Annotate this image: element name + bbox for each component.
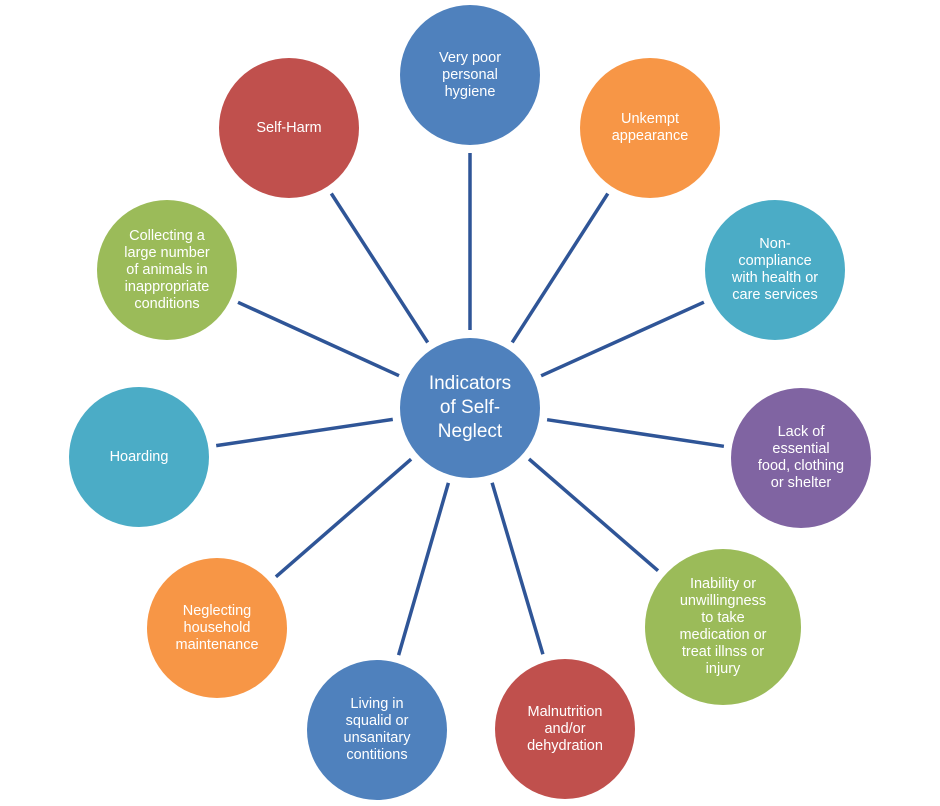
node-malnutrition: Malnutrition and/or dehydration	[495, 659, 635, 799]
center-node-indicators-of-self-neglect: Indicators of Self- Neglect	[400, 338, 540, 478]
connector-line	[237, 300, 400, 378]
node-label: Living in squalid or unsanitary contitio…	[343, 696, 411, 763]
node-lack-of-essentials: Lack of essential food, clothing or shel…	[731, 388, 871, 528]
node-self-harm: Self-Harm	[219, 58, 359, 198]
node-label: Non- compliance with health or care serv…	[731, 236, 819, 303]
node-living-in-squalid: Living in squalid or unsanitary contitio…	[307, 660, 447, 800]
node-collecting-animals: Collecting a large number of animals in …	[97, 200, 237, 340]
node-label: Self-Harm	[256, 119, 322, 136]
connector-line	[274, 457, 413, 579]
connector-line	[527, 457, 660, 573]
center-node-label: Indicators of Self- Neglect	[428, 373, 512, 442]
node-label: Very poor personal hygiene	[438, 49, 502, 100]
node-very-poor-personal-hygiene: Very poor personal hygiene	[400, 5, 540, 145]
node-label: Unkempt appearance	[611, 111, 689, 144]
node-label: Inability or unwillingness to take medic…	[679, 576, 767, 677]
connector-line	[510, 192, 610, 344]
node-label: Neglecting household maintenance	[175, 602, 259, 653]
node-neglecting-household: Neglecting household maintenance	[147, 558, 287, 698]
node-label: Malnutrition and/or dehydration	[527, 703, 603, 754]
connector-line	[546, 417, 725, 449]
connector-line	[329, 192, 430, 344]
node-inability-medication: Inability or unwillingness to take medic…	[645, 549, 801, 705]
node-non-compliance: Non- compliance with health or care serv…	[705, 200, 845, 340]
connector-line	[215, 417, 394, 448]
node-label: Collecting a large number of animals in …	[124, 227, 210, 312]
node-label: Lack of essential food, clothing or shel…	[757, 424, 845, 491]
node-label: Hoarding	[109, 448, 169, 465]
connector-line	[490, 482, 545, 655]
node-unkempt-appearance: Unkempt appearance	[580, 58, 720, 198]
connector-line	[540, 300, 705, 378]
connector-line	[396, 482, 451, 656]
node-hoarding: Hoarding	[69, 387, 209, 527]
